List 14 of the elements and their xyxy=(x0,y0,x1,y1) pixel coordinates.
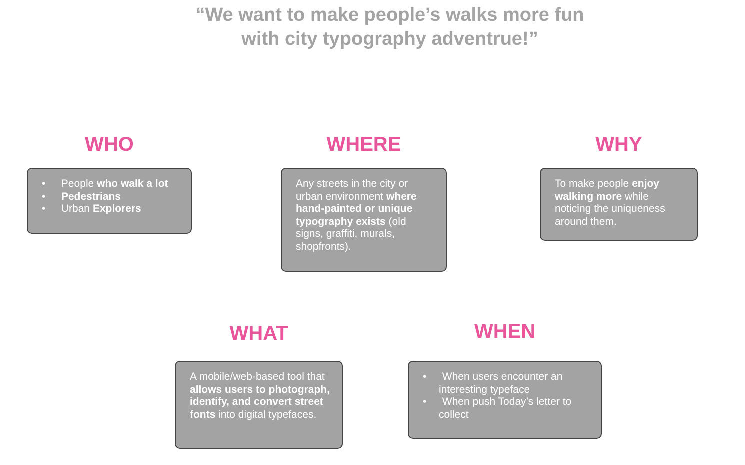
bullet-item: • When users encounter an interesting typeface xyxy=(423,371,564,396)
bullet-item: • Pedestrians xyxy=(42,190,122,203)
bullet-item: • When push Today’s letter to collect xyxy=(423,396,573,421)
section-heading: WHAT xyxy=(228,323,290,346)
section-heading: WHERE xyxy=(326,134,402,157)
card-text: Any streets in the city or urban environment where hand-painted or unique typography exists (old signs, graffiti, murals, shopfronts). xyxy=(296,178,418,253)
bullet-item: • People who walk a lot xyxy=(42,178,170,190)
quote-title: “We want to make people’s walks more fun with city typography adventrue!” xyxy=(194,4,586,52)
bullet-item: • Urban Explorers xyxy=(42,203,142,216)
section-heading: WHY xyxy=(594,134,644,157)
section-heading: WHEN xyxy=(473,321,537,344)
card-text: To make people enjoy walking more while noticing the uniqueness around them. xyxy=(555,178,666,228)
section-heading: WHO xyxy=(84,134,135,157)
card-text: A mobile/web-based tool that allows users to photograph, identify, and convert street fonts into digital typefaces. xyxy=(190,371,330,421)
